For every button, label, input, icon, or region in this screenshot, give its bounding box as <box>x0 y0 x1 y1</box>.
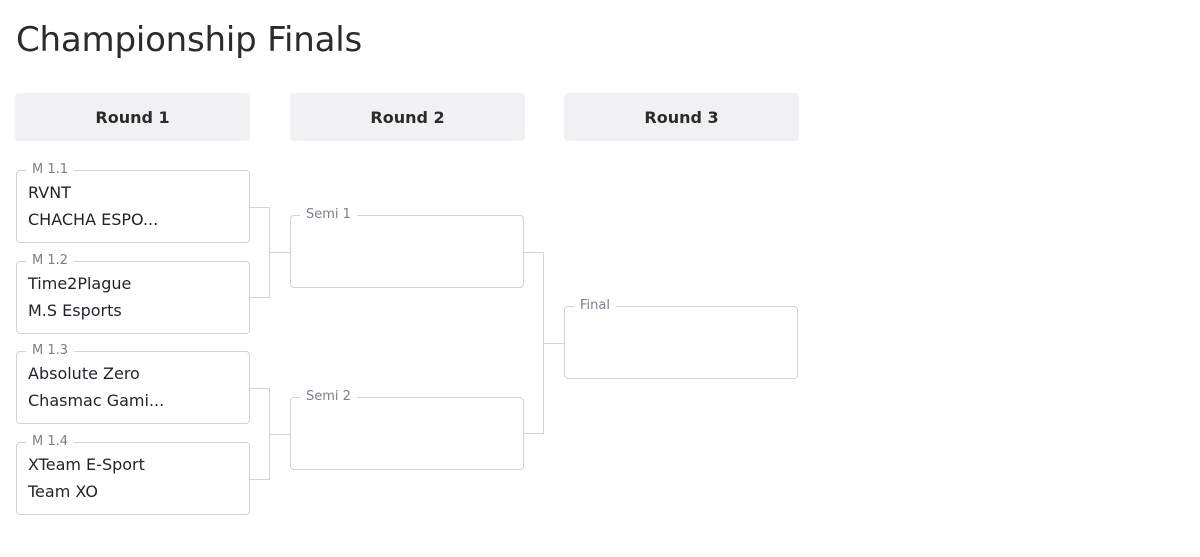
match-label: M 1.2 <box>26 253 75 269</box>
bracket-connector <box>270 434 290 435</box>
team-name[interactable]: Absolute Zero <box>28 364 140 383</box>
match-1-4[interactable]: M 1.4 XTeam E-Sport Team XO <box>16 434 250 515</box>
match-1-3[interactable]: M 1.3 Absolute Zero Chasmac Gami... <box>16 343 250 424</box>
bracket-connector <box>250 388 270 480</box>
round-header-2: Round 2 <box>290 93 525 141</box>
bracket-connector <box>544 343 564 344</box>
team-name[interactable]: Chasmac Gami... <box>28 391 165 410</box>
match-1-2[interactable]: M 1.2 Time2Plague M.S Esports <box>16 253 250 334</box>
round-header-3: Round 3 <box>564 93 799 141</box>
team-name[interactable]: M.S Esports <box>28 301 122 320</box>
match-label: M 1.1 <box>26 162 75 178</box>
team-name[interactable]: Time2Plague <box>28 274 132 293</box>
round-header-1: Round 1 <box>15 93 250 141</box>
match-1-1[interactable]: M 1.1 RVNT CHACHA ESPO... <box>16 162 250 243</box>
match-semi-2[interactable]: Semi 2 <box>290 389 524 470</box>
team-name[interactable]: RVNT <box>28 183 71 202</box>
team-name[interactable]: CHACHA ESPO... <box>28 210 159 229</box>
team-name[interactable]: XTeam E-Sport <box>28 455 145 474</box>
match-label: Semi 1 <box>300 207 357 223</box>
match-label: Final <box>574 298 616 314</box>
match-semi-1[interactable]: Semi 1 <box>290 207 524 288</box>
team-name[interactable]: Team XO <box>28 482 98 501</box>
match-label: M 1.3 <box>26 343 75 359</box>
match-label: M 1.4 <box>26 434 75 450</box>
bracket-connector <box>270 252 290 253</box>
match-label: Semi 2 <box>300 389 357 405</box>
bracket-connector <box>524 252 544 434</box>
page-title: Championship Finals <box>16 20 362 60</box>
match-final[interactable]: Final <box>564 298 798 379</box>
bracket-connector <box>250 207 270 298</box>
